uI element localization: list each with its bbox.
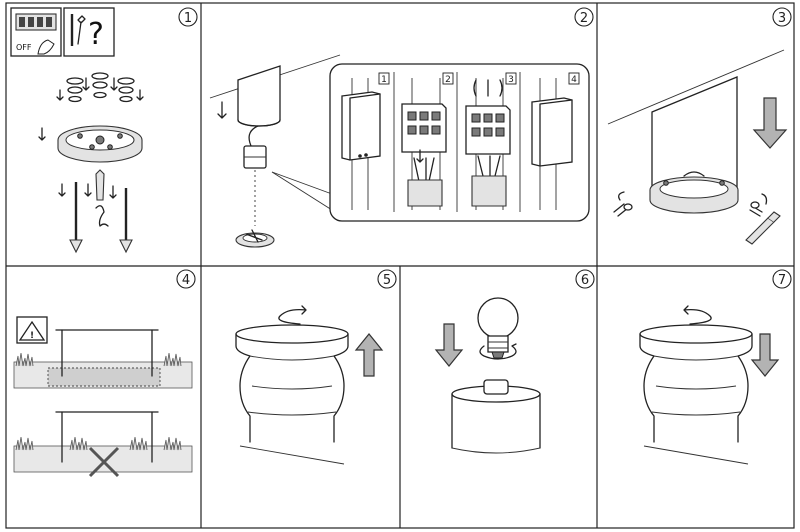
step-number-3: 3 xyxy=(772,7,792,27)
soil-only-icon xyxy=(13,411,193,478)
screw-icon xyxy=(613,191,633,217)
svg-text:1: 1 xyxy=(381,75,387,85)
svg-text:2: 2 xyxy=(445,75,451,85)
panel-step-7 xyxy=(639,305,780,465)
wiring-detail-callout: 1 2 3 4 xyxy=(329,63,590,222)
screw-washer-set-icon xyxy=(56,72,144,103)
tools-required-icon: ? xyxy=(63,7,115,57)
post-lowering-icon xyxy=(649,76,739,214)
screw-icon xyxy=(749,193,768,217)
light-bulb-icon xyxy=(477,297,519,359)
substep-label-2: 2 xyxy=(442,72,454,85)
rotate-arrow-icon xyxy=(479,343,517,360)
step-number-7-text: 7 xyxy=(778,273,786,288)
arrow-down-icon xyxy=(217,101,227,119)
panel-step-6 xyxy=(434,297,541,454)
svg-text:4: 4 xyxy=(571,75,577,85)
step-number-5-text: 5 xyxy=(383,273,391,288)
open-terminal-block-icon xyxy=(401,78,447,210)
base-plate-icon xyxy=(38,125,143,163)
cable-connector-icon xyxy=(243,145,267,169)
step-number-6: 6 xyxy=(575,269,595,289)
panel-step-3 xyxy=(607,49,788,245)
concrete-foundation-icon xyxy=(13,329,193,389)
post-top-icon xyxy=(451,379,541,454)
warning-symbol: ! xyxy=(30,331,34,341)
step-number-6-text: 6 xyxy=(581,273,589,288)
wired-terminal-block-icon xyxy=(465,78,511,210)
power-off-icon: OFF xyxy=(10,7,62,57)
post-head-icon xyxy=(235,324,349,465)
panel-step-2: 1 2 3 4 xyxy=(209,54,590,248)
step-number-4-text: 4 xyxy=(182,273,190,288)
off-label: OFF xyxy=(16,43,32,52)
step-number-2-text: 2 xyxy=(580,11,588,26)
arrow-down-icon xyxy=(750,333,780,377)
substep-label-4: 4 xyxy=(568,72,580,85)
panel-step-5 xyxy=(235,305,384,465)
post-head-icon xyxy=(639,324,753,465)
substep-label-3: 3 xyxy=(505,72,517,85)
step-number-4: 4 xyxy=(176,269,196,289)
substep-label-1: 1 xyxy=(378,72,390,85)
step-number-1: 1 xyxy=(178,7,198,27)
svg-text:3: 3 xyxy=(508,75,514,85)
panel-step-1: OFF ? xyxy=(10,7,144,254)
question-mark: ? xyxy=(88,17,104,52)
step-number-5: 5 xyxy=(377,269,397,289)
allen-key-icon xyxy=(745,211,781,245)
mounting-plate-icon xyxy=(235,229,275,248)
anchor-bolt-set-icon xyxy=(58,169,133,254)
arrow-up-icon xyxy=(354,333,384,377)
closed-junction-box-icon xyxy=(341,78,381,210)
step-number-3-text: 3 xyxy=(778,11,786,26)
rotate-arrow-icon xyxy=(278,305,307,325)
cross-icon xyxy=(88,446,120,478)
post-tube-icon xyxy=(237,65,281,127)
arrow-down-icon xyxy=(434,323,464,367)
arrow-down-icon xyxy=(752,97,788,149)
warning-triangle-icon: ! xyxy=(16,316,48,344)
step-number-1-text: 1 xyxy=(184,11,192,26)
rotate-arrow-icon xyxy=(683,305,712,325)
step-number-2: 2 xyxy=(574,7,594,27)
step-number-7: 7 xyxy=(772,269,792,289)
panel-grid xyxy=(5,2,795,529)
sealed-junction-box-icon xyxy=(531,78,573,210)
panel-step-4: ! xyxy=(13,316,193,478)
